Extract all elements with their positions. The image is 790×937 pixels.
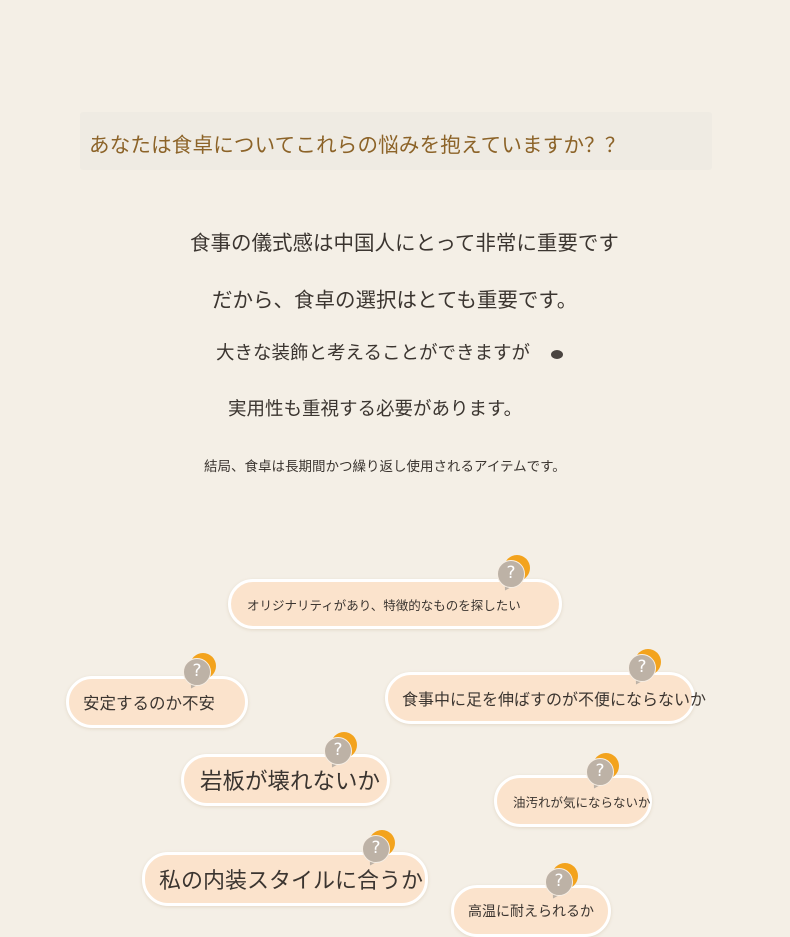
concern-text: 私の内装スタイルに合うか xyxy=(159,869,424,894)
concern-bubble-slab-breakage: 岩板が壊れないか xyxy=(181,754,390,806)
intro-line-3: 大きな装飾と考えることができますが xyxy=(216,343,530,364)
question-icon: ? xyxy=(628,649,661,687)
question-icon: ? xyxy=(545,863,578,901)
concern-bubble-oil-stains: 油汚れが気にならないか xyxy=(494,775,652,827)
concern-bubble-heat-resistance: 高温に耐えられるか xyxy=(451,885,611,937)
question-icon: ? xyxy=(324,732,357,770)
question-banner: あなたは食卓についてこれらの悩みを抱えていますか？？ xyxy=(80,112,712,170)
concern-text: 食事中に足を伸ばすのが不便にならないか xyxy=(402,690,707,709)
banner-question-text: あなたは食卓についてこれらの悩みを抱えていますか？？ xyxy=(89,133,626,157)
concern-text: オリジナリティがあり、特徴的なものを探したい xyxy=(247,597,521,613)
intro-line-1: 食事の儀式感は中国人にとって非常に重要です xyxy=(190,231,619,255)
concern-text: 高温に耐えられるか xyxy=(468,904,594,920)
intro-line-5: 結局、食卓は長期間かつ繰り返し使用されるアイテムです。 xyxy=(204,459,566,475)
concern-text: 油汚れが気にならないか xyxy=(513,794,651,810)
question-icon: ? xyxy=(183,653,216,691)
intro-line-4: 実用性も重視する必要があります。 xyxy=(228,399,523,420)
concern-bubble-interior-style: 私の内装スタイルに合うか xyxy=(142,852,428,906)
intro-line-2: だから、食卓の選択はとても重要です。 xyxy=(212,288,578,312)
concern-text: 岩板が壊れないか xyxy=(200,769,381,795)
question-icon: ? xyxy=(362,830,395,868)
question-icon: ? xyxy=(586,753,619,791)
concern-bubble-stability: 安定するのか不安 xyxy=(66,676,248,728)
question-icon: ? xyxy=(497,555,530,593)
concern-bubble-legroom: 食事中に足を伸ばすのが不便にならないか xyxy=(385,672,706,724)
concern-text: 安定するのか不安 xyxy=(83,694,215,713)
ink-smudge-mark xyxy=(551,350,563,359)
